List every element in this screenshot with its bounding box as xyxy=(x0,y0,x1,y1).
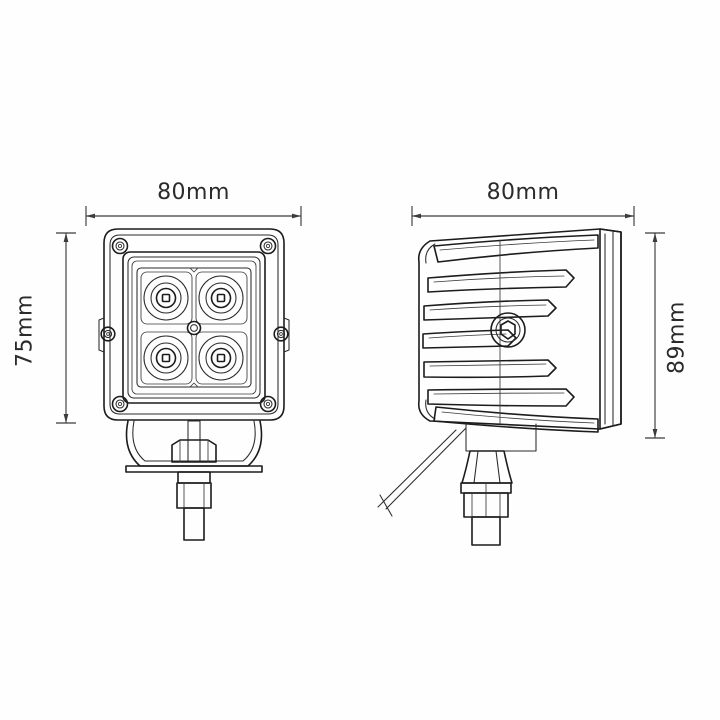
led-reflector xyxy=(195,331,248,385)
side-pivot-bolt xyxy=(490,312,526,348)
led-reflector xyxy=(140,331,193,385)
corner-screw xyxy=(259,395,277,413)
led-array xyxy=(140,271,248,385)
heatsink-fin xyxy=(423,359,557,379)
heatsink-fins xyxy=(422,234,599,433)
front-height-dimension xyxy=(56,232,76,424)
center-screw xyxy=(186,320,202,336)
heatsink-fin xyxy=(427,269,575,293)
front-view-housing xyxy=(98,228,290,421)
corner-screw xyxy=(259,237,277,255)
side-height-dimension xyxy=(645,232,665,439)
front-lens-bezel xyxy=(122,251,266,404)
led-reflector xyxy=(140,271,193,325)
side-screw xyxy=(100,326,116,342)
corner-screw xyxy=(111,237,129,255)
heatsink-fin xyxy=(422,329,517,349)
side-view-housing xyxy=(417,228,622,430)
heatsink-fin xyxy=(427,388,575,407)
corner-screw xyxy=(111,395,129,413)
side-depth-dimension xyxy=(411,206,635,226)
front-width-dimension xyxy=(85,206,302,226)
front-corner-screws xyxy=(100,237,289,413)
wire-leads xyxy=(377,427,467,517)
side-screw xyxy=(273,326,289,342)
front-mounting-bracket xyxy=(125,420,263,541)
heatsink-fin xyxy=(423,299,557,321)
led-reflector xyxy=(195,271,248,325)
side-mounting-stem xyxy=(460,423,537,546)
